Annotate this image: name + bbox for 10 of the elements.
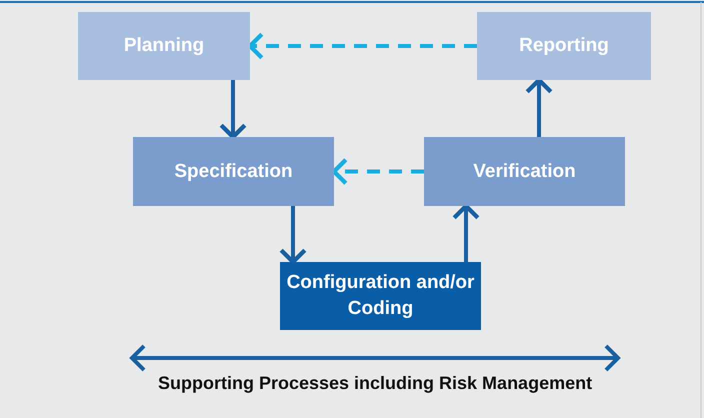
- process-box: Configuration and/or Coding: [280, 262, 481, 330]
- process-box: Specification: [133, 137, 334, 206]
- process-box: Planning: [78, 12, 250, 80]
- arrow: [279, 206, 307, 264]
- caption-text: Supporting Processes including Risk Management: [158, 373, 592, 394]
- arrow: [452, 204, 480, 262]
- process-box: Reporting: [477, 12, 651, 80]
- arrow: [219, 80, 247, 140]
- arrow: [525, 78, 553, 137]
- process-box: Verification: [424, 137, 625, 206]
